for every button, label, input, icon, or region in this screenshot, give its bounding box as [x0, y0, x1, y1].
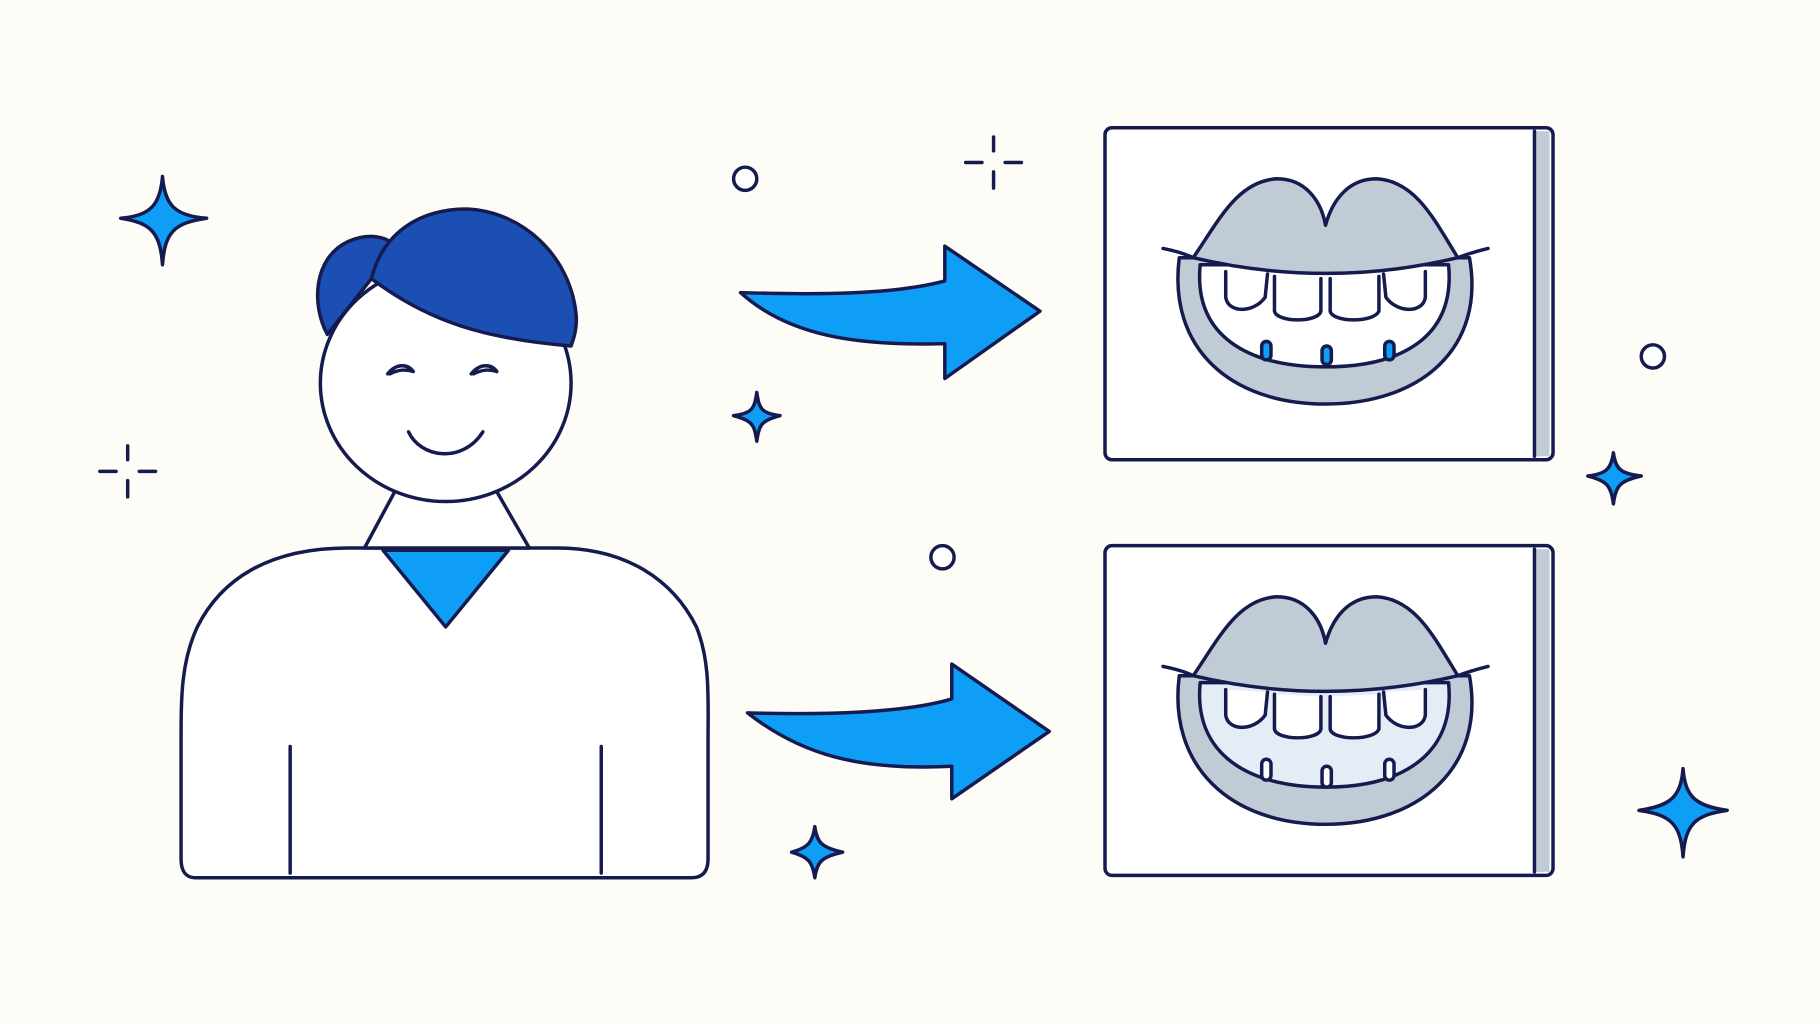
person-figure [179, 207, 710, 880]
person-smile [406, 430, 485, 456]
circle-icon [1639, 343, 1667, 370]
arrow-bottom [745, 662, 1052, 801]
person-eye-right [469, 363, 499, 376]
upper-lip [1191, 177, 1460, 276]
person-hair [369, 207, 579, 348]
person-eye-left [385, 363, 415, 376]
person-torso [179, 546, 710, 880]
sparkle-icon [118, 174, 209, 267]
sparkle-icon [731, 390, 782, 443]
sparkle-icon [1637, 766, 1729, 859]
person-collar [381, 548, 511, 629]
arrow-top [738, 244, 1042, 381]
sparkle-icon [789, 824, 845, 880]
twinkle-icon [963, 135, 1024, 190]
twinkle-icon [98, 444, 158, 499]
panel-after [1103, 543, 1555, 878]
sparkle-icon [1586, 451, 1643, 506]
panel-before [1103, 125, 1555, 462]
circle-icon [731, 165, 759, 193]
circle-icon [929, 543, 956, 571]
upper-lip [1191, 595, 1460, 694]
